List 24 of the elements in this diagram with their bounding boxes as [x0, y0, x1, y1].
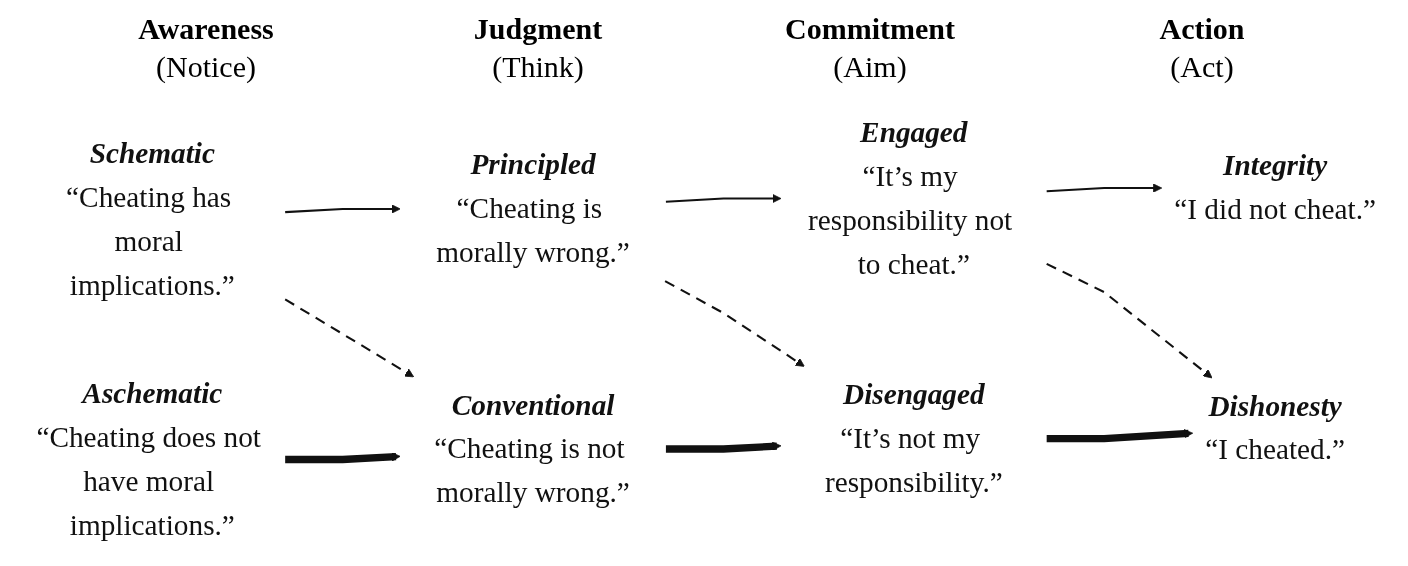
node-text: Schematic “Cheating has moral implications.”: [66, 136, 235, 302]
arrow: [1046, 429, 1194, 443]
node-text: Dishonesty “I cheated.”: [1205, 389, 1346, 466]
arrow: [664, 280, 805, 367]
column-subheading: (Aim): [833, 49, 907, 85]
column-heading: Judgment: [473, 11, 603, 47]
node-text: Aschematic “Cheating does not have moral implications.”: [36, 376, 261, 542]
node-text: Integrity “I did not cheat.”: [1174, 149, 1376, 226]
arrow: [1046, 183, 1163, 193]
column-heading: Awareness: [138, 11, 274, 47]
node-text: Engaged “It’s my responsibility not to cheat.”: [808, 115, 1013, 281]
column-heading: Action: [1159, 11, 1245, 47]
column-subheading: (Notice): [156, 49, 256, 85]
arrow: [285, 204, 401, 214]
arrow: [284, 298, 415, 378]
arrow: [1046, 262, 1213, 379]
node-text: Disengaged “It’s not my responsibility.”: [824, 377, 1003, 499]
column-subheading: (Act): [1170, 49, 1234, 85]
arrow: [665, 193, 782, 204]
column-subheading: (Think): [492, 49, 584, 85]
column-heading: Commitment: [785, 11, 955, 47]
node-text: Principled “Cheating is morally wrong.”: [436, 148, 630, 269]
node-text: Conventional “Cheating is not morally wrong.”: [434, 388, 630, 509]
arrow: [665, 441, 782, 453]
